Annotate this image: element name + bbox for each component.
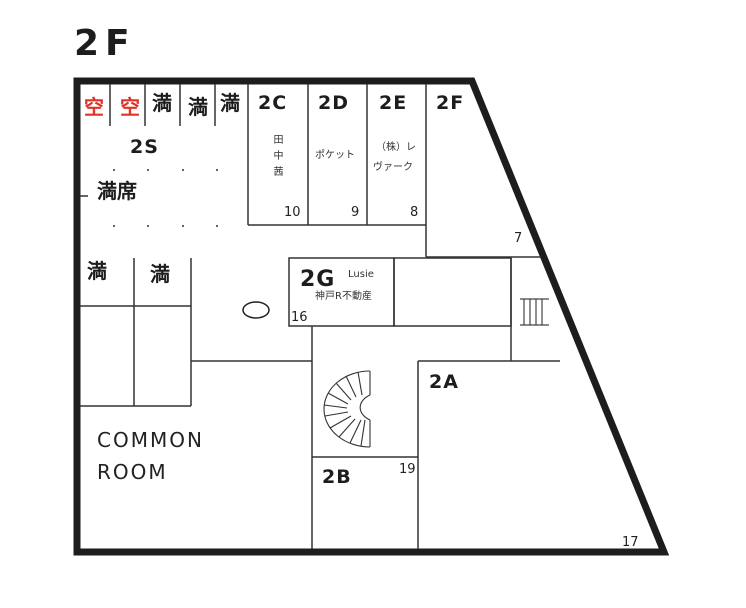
- spiral-staircase-icon: [323, 370, 371, 448]
- unit-2a-label[interactable]: 2A: [429, 371, 459, 393]
- seat-4[interactable]: 満: [188, 95, 208, 119]
- unit-2s-status: 満席: [97, 179, 137, 203]
- unit-2a-number: 17: [622, 535, 639, 550]
- seat-1[interactable]: 空: [84, 95, 104, 119]
- common-room-line2: ROOM: [97, 460, 168, 484]
- unit-2b-label[interactable]: 2B: [322, 466, 352, 488]
- unit-2e-tenant-2: ヴァーク: [373, 162, 413, 173]
- floor-title: 2F: [74, 23, 136, 64]
- unit-2f-number: 7: [514, 231, 523, 246]
- common-room-label[interactable]: COMMON ROOM: [97, 424, 204, 488]
- unit-2c-number: 10: [284, 205, 301, 220]
- unit-2f-label[interactable]: 2F: [436, 92, 465, 114]
- unit-2e-label[interactable]: 2E: [379, 92, 408, 114]
- unit-2e-number: 8: [410, 205, 419, 220]
- unit-2d-label[interactable]: 2D: [318, 92, 349, 114]
- unit-2e-tenant-1: （株）レ: [376, 142, 416, 153]
- seat-lower-2[interactable]: 満: [150, 262, 170, 286]
- common-room-line1: COMMON: [97, 428, 204, 452]
- unit-2d-number: 9: [351, 205, 360, 220]
- outer-wall: [73, 77, 670, 556]
- unit-2c-tenant: 田中茜: [271, 134, 282, 182]
- unit-2g-tenant-2: 神戸R不動産: [315, 291, 372, 302]
- seat-2[interactable]: 空: [120, 95, 140, 119]
- unit-2c-label[interactable]: 2C: [258, 92, 288, 114]
- unit-2g-number: 16: [291, 310, 308, 325]
- unit-2g-tenant-1: Lusie: [348, 269, 374, 280]
- seat-3[interactable]: 満: [152, 91, 172, 115]
- unit-2b-number: 19: [399, 462, 416, 477]
- seat-lower-1[interactable]: 満: [87, 259, 107, 283]
- straight-staircase-icon: [520, 298, 549, 326]
- unit-2g-label[interactable]: 2G: [300, 267, 336, 292]
- table-oval-icon: [242, 301, 270, 319]
- seat-5[interactable]: 満: [220, 91, 240, 115]
- unit-2d-tenant: ポケット: [315, 150, 355, 161]
- unit-2s-label[interactable]: 2S: [130, 136, 159, 158]
